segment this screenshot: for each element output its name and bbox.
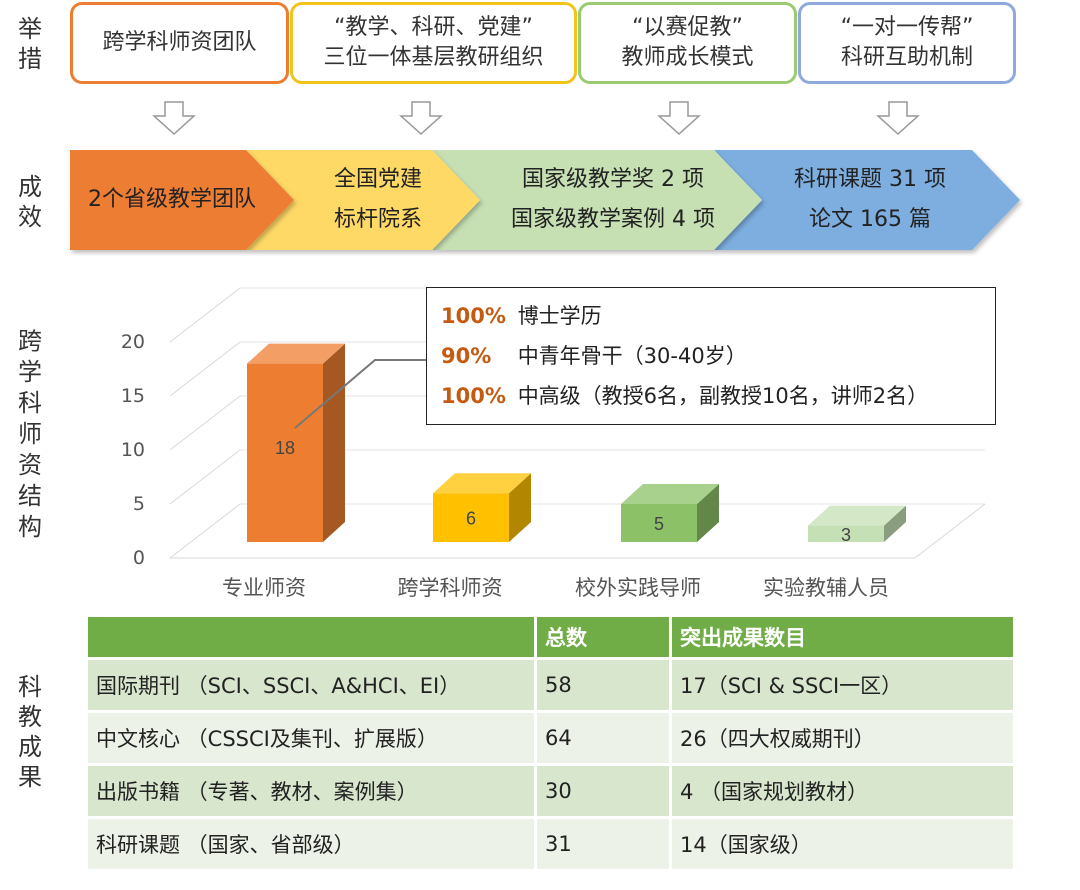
bar bbox=[247, 343, 345, 542]
down-arrow-icon bbox=[657, 101, 701, 136]
gridline bbox=[169, 287, 241, 343]
y-tick-label: 20 bbox=[120, 331, 145, 353]
bar bbox=[808, 505, 906, 542]
table-cell: 4 （国家规划教材） bbox=[672, 766, 1013, 816]
result-chevron-4 bbox=[714, 150, 1020, 250]
callout-text: 中高级（教授6名，副教授10名，讲师2名） bbox=[517, 384, 929, 408]
floor-line bbox=[914, 503, 986, 559]
x-category-label: 跨学科师资 bbox=[397, 576, 503, 600]
result-chevron-1 bbox=[70, 150, 294, 250]
measure-text: “以赛促教” bbox=[632, 15, 743, 40]
measure-box-4: “一对一传帮” 科研互助机制 bbox=[798, 2, 1016, 84]
faculty-callout: 100% 博士学历 90% 中青年骨干（30-40岁） 100% 中高级（教授6… bbox=[426, 287, 996, 425]
table-header-cell: 总数 bbox=[537, 617, 669, 657]
table-cell: 30 bbox=[537, 766, 669, 816]
section-label-output: 科 教 成 果 bbox=[18, 673, 42, 791]
x-category-label: 实验教辅人员 bbox=[763, 576, 889, 600]
section-label-results: 成 效 bbox=[18, 173, 42, 231]
bar bbox=[621, 484, 719, 542]
output-table: 总数 突出成果数目 国际期刊 （SCI、SSCI、A&HCI、EI） 58 17… bbox=[85, 614, 1016, 872]
callout-row: 100% 中高级（教授6名，副教授10名，讲师2名） bbox=[441, 376, 981, 416]
callout-text: 中青年骨干（30-40岁） bbox=[517, 344, 747, 368]
bar-side bbox=[323, 343, 345, 542]
y-tick-label: 10 bbox=[120, 439, 145, 461]
bar-top bbox=[621, 484, 719, 504]
table-row: 国际期刊 （SCI、SSCI、A&HCI、EI） 58 17（SCI & SSC… bbox=[88, 660, 1013, 710]
callout-text: 博士学历 bbox=[517, 304, 602, 328]
results-band bbox=[70, 150, 1020, 250]
measure-text: 教师成长模式 bbox=[621, 45, 754, 70]
bar-side bbox=[884, 505, 906, 542]
callout-row: 100% 博士学历 bbox=[441, 296, 981, 336]
table-cell: 14（国家级） bbox=[672, 819, 1013, 869]
gridline bbox=[169, 503, 241, 559]
bar-front bbox=[433, 493, 509, 542]
result-text-2: 全国党建 标杆院系 bbox=[333, 167, 422, 232]
gridline bbox=[169, 341, 241, 397]
table-cell: 国际期刊 （SCI、SSCI、A&HCI、EI） bbox=[88, 660, 534, 710]
y-tick-label: 15 bbox=[120, 385, 145, 407]
table-cell: 17（SCI & SSCI一区） bbox=[672, 660, 1013, 710]
table-cell: 26（四大权威期刊） bbox=[672, 713, 1013, 763]
measure-text: 跨学科师资团队 bbox=[102, 30, 257, 55]
table-cell: 科研课题 （国家、省部级） bbox=[88, 819, 534, 869]
down-arrow-icon bbox=[876, 101, 920, 136]
x-category-label: 专业师资 bbox=[222, 576, 306, 600]
bar-front bbox=[621, 504, 697, 542]
measure-text: “一对一传帮” bbox=[840, 15, 974, 40]
section-label-measures: 举 措 bbox=[18, 15, 42, 73]
bar-front bbox=[247, 363, 323, 542]
bar-top bbox=[808, 505, 906, 526]
x-category-label: 校外实践导师 bbox=[575, 576, 701, 600]
down-arrow-icon bbox=[152, 101, 196, 136]
bar-value-label: 6 bbox=[466, 509, 476, 529]
table-cell: 31 bbox=[537, 819, 669, 869]
table-row: 出版书籍 （专著、教材、案例集） 30 4 （国家规划教材） bbox=[88, 766, 1013, 816]
measure-text: 科研互助机制 bbox=[840, 45, 973, 70]
table-cell: 出版书籍 （专著、教材、案例集） bbox=[88, 766, 534, 816]
bar-top bbox=[433, 473, 531, 494]
table-header-cell bbox=[88, 617, 534, 657]
callout-percent: 90% bbox=[441, 344, 492, 368]
bar-front bbox=[808, 525, 884, 542]
bar bbox=[433, 473, 531, 542]
table-row: 科研课题 （国家、省部级） 31 14（国家级） bbox=[88, 819, 1013, 869]
table-header-row: 总数 突出成果数目 bbox=[88, 617, 1013, 657]
section-label-faculty: 跨 学 科 师 资 结 构 bbox=[18, 327, 42, 541]
down-arrow-icon bbox=[399, 101, 443, 136]
bar-value-label: 5 bbox=[654, 514, 664, 534]
result-text-1: 2个省级教学团队 bbox=[88, 187, 256, 212]
gridline bbox=[169, 395, 241, 451]
measure-text: “教学、科研、党建” bbox=[334, 15, 533, 40]
table-header-cell: 突出成果数目 bbox=[672, 617, 1013, 657]
measure-text: 三位一体基层教研组织 bbox=[323, 45, 544, 70]
table-cell: 64 bbox=[537, 713, 669, 763]
bar-top bbox=[247, 343, 345, 364]
callout-percent: 100% bbox=[441, 384, 506, 408]
result-text-3: 国家级教学奖 2 项 国家级教学案例 4 项 bbox=[511, 167, 715, 232]
callout-row: 90% 中青年骨干（30-40岁） bbox=[441, 336, 981, 376]
result-chevron-3 bbox=[432, 150, 762, 250]
bar-side bbox=[697, 484, 719, 542]
bar-value-label: 18 bbox=[275, 438, 295, 458]
callout-percent: 100% bbox=[441, 304, 506, 328]
gridline bbox=[169, 449, 241, 505]
bar-value-label: 3 bbox=[841, 525, 851, 545]
y-tick-label: 0 bbox=[132, 547, 145, 569]
measure-box-3: “以赛促教” 教师成长模式 bbox=[578, 2, 797, 84]
table-cell: 中文核心 （CSSCI及集刊、扩展版） bbox=[88, 713, 534, 763]
result-text-4: 科研课题 31 项 论文 165 篇 bbox=[794, 167, 946, 232]
bar-side bbox=[509, 473, 531, 542]
callout-leader bbox=[294, 359, 428, 429]
measure-box-2: “教学、科研、党建” 三位一体基层教研组织 bbox=[290, 2, 577, 84]
table-row: 中文核心 （CSSCI及集刊、扩展版） 64 26（四大权威期刊） bbox=[88, 713, 1013, 763]
y-tick-label: 5 bbox=[132, 493, 145, 515]
measure-box-1: 跨学科师资团队 bbox=[70, 2, 289, 84]
result-chevron-2 bbox=[246, 150, 480, 250]
table-cell: 58 bbox=[537, 660, 669, 710]
